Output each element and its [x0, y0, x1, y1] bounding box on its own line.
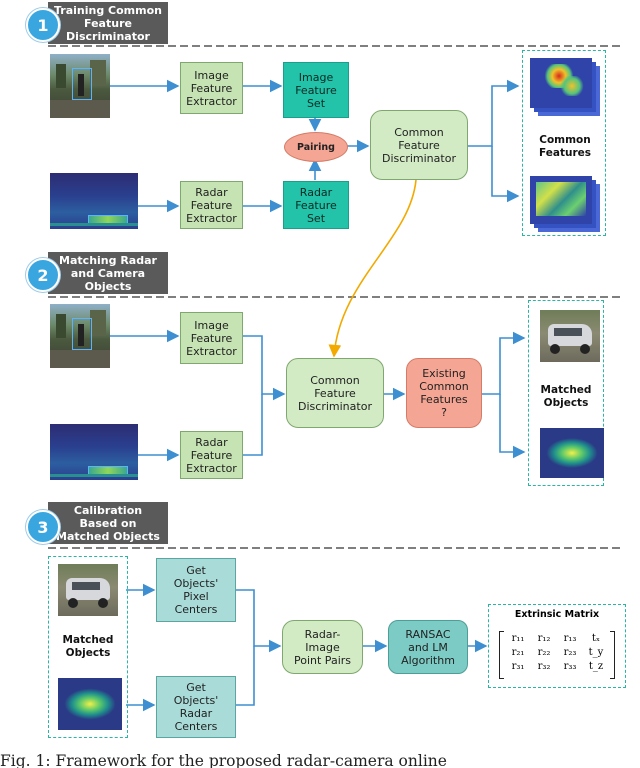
s1-image-feature-set: Image Feature Set: [283, 62, 349, 118]
s2-radar-feature-extractor: Radar Feature Extractor: [180, 431, 243, 479]
section-1-badge: 1: [26, 8, 60, 42]
radar-blob-icon: [58, 678, 122, 730]
matrix-cell: r₁₃: [563, 633, 577, 644]
car-image-icon: [540, 310, 600, 362]
matrix-cell: tₓ: [591, 633, 601, 644]
s1-radar-feature-extractor: Radar Feature Extractor: [180, 181, 243, 229]
matrix-cell: r₂₂: [537, 647, 551, 658]
s1-common-feature-discriminator: Common Feature Discriminator: [370, 110, 468, 180]
section-3-badge: 3: [26, 510, 60, 544]
feature-map-icon: [530, 58, 592, 108]
pairing-node: Pairing: [284, 132, 348, 162]
get-radar-centers: Get Objects' Radar Centers: [156, 676, 236, 738]
radar-blob-icon: [540, 428, 604, 478]
existing-common-features-decision: Existing Common Features ?: [406, 358, 482, 428]
radar-image-point-pairs: Radar- Image Point Pairs: [282, 620, 363, 674]
s1-radar-feature-set: Radar Feature Set: [283, 181, 349, 229]
radar-heatmap-icon: [50, 173, 138, 229]
matrix-left-bracket: [499, 631, 504, 679]
radar-heatmap-icon: [50, 424, 138, 480]
matrix-cell: t_y: [588, 647, 604, 658]
matched-objects-group: [528, 300, 604, 486]
section-2-badge: 2: [26, 258, 60, 292]
extrinsic-matrix-title: Extrinsic Matrix: [514, 609, 600, 620]
section-1-title: Training Common Feature Discriminator: [48, 2, 168, 44]
common-features-group: [522, 50, 606, 236]
get-pixel-centers: Get Objects' Pixel Centers: [156, 558, 236, 622]
ransac-lm-algorithm: RANSAC and LM Algorithm: [388, 620, 468, 674]
camera-image-icon: [50, 54, 110, 118]
camera-image-icon: [50, 304, 110, 368]
matrix-cell: r₁₁: [511, 633, 525, 644]
feature-map-icon: [530, 176, 592, 224]
extrinsic-matrix: Extrinsic Matrix r₁₁ r₁₂ r₁₃ tₓ r₂₁ r₂₂ …: [488, 604, 626, 688]
matrix-grid: r₁₁ r₁₂ r₁₃ tₓ r₂₁ r₂₂ r₂₃ t_y r₃₁ r₃₂ r…: [505, 633, 611, 677]
matrix-cell: r₃₁: [511, 661, 525, 672]
matrix-cell: r₂₁: [511, 647, 525, 658]
s1-common-features-label: Common Features: [539, 134, 591, 159]
matrix-cell: t_z: [588, 661, 604, 672]
s2-image-feature-extractor: Image Feature Extractor: [180, 312, 243, 364]
matrix-cell: r₃₃: [563, 661, 577, 672]
matrix-cell: r₁₂: [537, 633, 551, 644]
s2-matched-objects-label: Matched Objects: [540, 384, 592, 409]
matrix-cell: r₂₃: [563, 647, 577, 658]
section-3-title: Calibration Based on Matched Objects: [48, 502, 168, 544]
figure-caption: Fig. 1: Framework for the proposed radar…: [0, 752, 447, 768]
section-2-title: Matching Radar and Camera Objects: [48, 252, 168, 294]
s1-image-feature-extractor: Image Feature Extractor: [180, 62, 243, 114]
matrix-cell: r₃₂: [537, 661, 551, 672]
matched-objects-input-group: [48, 556, 128, 738]
s2-common-feature-discriminator: Common Feature Discriminator: [286, 358, 384, 428]
s3-matched-objects-label: Matched Objects: [62, 634, 114, 659]
car-image-icon: [58, 564, 118, 616]
matrix-right-bracket: [610, 631, 615, 679]
